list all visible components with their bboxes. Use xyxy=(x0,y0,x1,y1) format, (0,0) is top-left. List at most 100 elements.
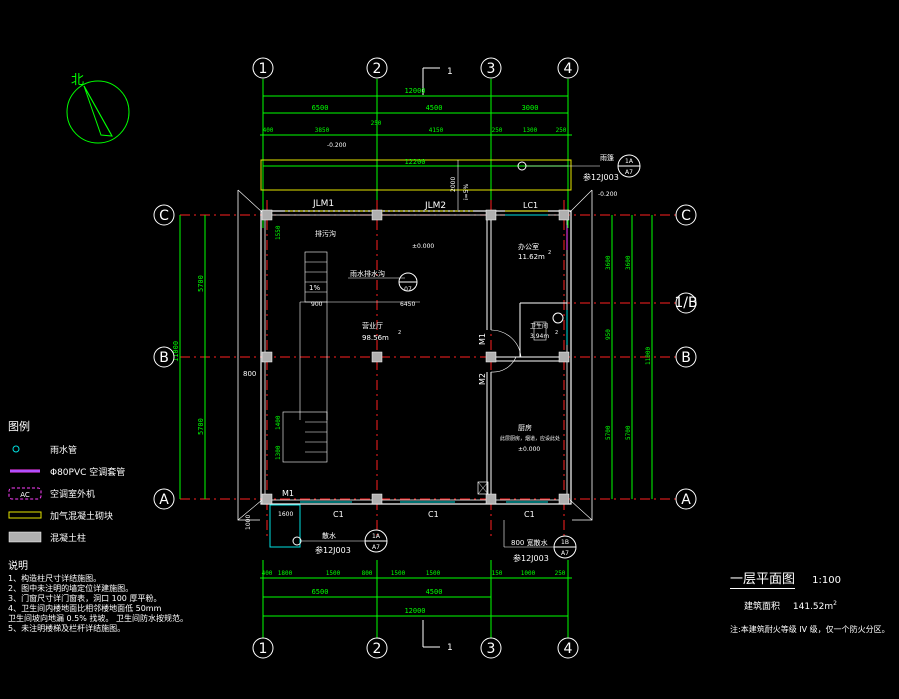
column-b1 xyxy=(261,351,273,363)
canopy-slope: i=5% xyxy=(463,183,470,200)
room-kitchen-level: ±0.000 xyxy=(518,446,540,453)
axis-label-1b-right: 1/B xyxy=(674,295,697,311)
axis-label-c-left: C xyxy=(159,208,169,224)
axis-bubble-b-right xyxy=(675,346,697,368)
axis-bubble-c-right xyxy=(675,204,697,226)
axis-label-3-top: 3 xyxy=(487,61,496,77)
axis-bubble-2-top xyxy=(366,57,388,79)
building-apron xyxy=(237,189,593,521)
room-kitchen-name: 厨房 xyxy=(518,423,532,432)
dim-right-part1: 3600 xyxy=(625,255,632,270)
stair-ramp: 排污沟 1% 900 6450 1550 1400 1300 xyxy=(275,225,420,463)
dim-bot-2: 1800 xyxy=(278,570,293,577)
dim-bot-7: 150 xyxy=(492,570,503,577)
ramp-dim: 6450 xyxy=(400,301,415,308)
ramp-slope: 1% xyxy=(309,284,320,292)
dim-top2-2: 3850 xyxy=(315,127,330,134)
title-block: 一层平面图 1:100 建筑面积 141.52m2 注:本建筑耐火等级 IV 级… xyxy=(730,568,895,635)
legend: 图例 雨水管 Φ80PVC 空调套管 AC 空调室外机 加气混凝土砌块 混凝土柱 xyxy=(8,418,198,548)
room-toilet-name: 卫生间 xyxy=(530,322,548,330)
dim-total-top: 12000 xyxy=(404,87,425,95)
bottom-detail-bottom: A7 xyxy=(372,544,380,551)
column-a3 xyxy=(485,493,497,505)
axis-bubble-a-right xyxy=(675,488,697,510)
notes-title: 说明 xyxy=(8,561,28,572)
bottom-right-detail-top: 1B xyxy=(561,539,569,546)
ramp-900: 900 xyxy=(311,301,323,308)
tag-m1: M1 xyxy=(478,333,487,345)
canopy: 12200 2000 i=5% 雨篷 参12J003 1A A7 -0.200 xyxy=(260,153,641,210)
column-c3 xyxy=(485,209,497,221)
dim-top2-3: 250 xyxy=(371,120,382,127)
canopy-ref-label: 雨篷 xyxy=(600,153,614,162)
column-c1 xyxy=(261,209,273,221)
elev-main: ±0.000 xyxy=(412,243,434,250)
room-main-area: 98.56m xyxy=(362,334,389,342)
ramp-label: 排污沟 xyxy=(315,229,336,238)
north-label: 北 xyxy=(71,73,84,88)
room-labels: 营业厅 98.56m 2 ±0.000 办公室 11.62m 2 卫生间 3.9… xyxy=(362,242,560,453)
axis-label-1-bottom: 1 xyxy=(259,641,268,657)
tag-lc1: LC1 xyxy=(523,201,538,210)
column-b2 xyxy=(371,351,383,363)
axis-bubble-3-bottom xyxy=(480,637,502,659)
dim-bot-6: 1500 xyxy=(426,570,441,577)
concrete-column-icon xyxy=(8,531,44,543)
axis-bubble-1b-right xyxy=(675,292,697,314)
room-office-area: 11.62m xyxy=(518,253,545,261)
bottom-right-ref: 参12J003 xyxy=(513,553,549,563)
dim-right-part2: 5700 xyxy=(625,425,632,440)
gutter-annotation: 雨水排水沟 07 xyxy=(348,269,418,293)
axis-label-3-bottom: 3 xyxy=(487,641,496,657)
stair-low-dim: 1300 xyxy=(275,445,282,460)
canopy-dim: 12200 xyxy=(404,158,425,166)
note-line: 卫生间坡向地漏 0.5% 找坡。 卫生间防水按规范。 xyxy=(8,614,188,623)
dim-bot-1: 400 xyxy=(262,570,273,577)
dim-bot-5: 1500 xyxy=(391,570,406,577)
block-wall-icon xyxy=(8,509,44,521)
note-line: 1、构造柱尺寸详结施图。 xyxy=(8,574,102,583)
column-a2 xyxy=(371,493,383,505)
bottom-right-label: 800 宽散水 xyxy=(511,538,548,547)
dim-1600: 1600 xyxy=(278,511,293,518)
ac-pipe-icon xyxy=(8,465,44,477)
section-mark-top: 1 xyxy=(447,67,453,77)
dim-left-total: 11000 xyxy=(172,341,180,362)
axis-bubble-3-top xyxy=(480,57,502,79)
legend-label-concrete-column: 混凝土柱 xyxy=(50,533,87,544)
legend-item-ac-unit: AC 空调室外机 xyxy=(8,482,198,504)
dim-right-total: 11000 xyxy=(645,347,652,365)
ac-unit-text: AC xyxy=(20,491,30,499)
note-line: 5、未注明楼梯及栏杆详结施图。 xyxy=(8,624,126,633)
canopy-detail-bottom: A7 xyxy=(625,169,633,176)
note-line: 2、图中未注明的墙定位详建施图。 xyxy=(8,584,134,593)
note-line: 4、卫生间内楼地面比相邻楼地面低 50mm xyxy=(8,604,162,613)
opening-tags: JLM1 JLM2 LC1 M1 M2 M1 C1 C1 C1 xyxy=(282,199,564,519)
stair-top-dim: 1550 xyxy=(275,225,282,240)
area-sup: 2 xyxy=(833,600,837,607)
axis-bubble-a-left xyxy=(153,488,175,510)
drawing-scale: 1:100 xyxy=(812,575,841,586)
axis-label-2-top: 2 xyxy=(373,61,382,77)
left-axis-group: 11000 5700 5700 800 C B A xyxy=(153,204,256,510)
bottom-axis-group: 400 1800 1500 800 1500 1500 150 1000 250… xyxy=(252,560,579,659)
legend-label-block-wall: 加气混凝土砌块 xyxy=(50,511,114,522)
notes: 说明 1、构造柱尺寸详结施图。 2、图中未注明的墙定位详建施图。 3、门窗尺寸详… xyxy=(8,562,248,634)
column-b3 xyxy=(485,351,497,363)
dim-top-1: 6500 xyxy=(312,104,329,112)
bottom-ref: 参12J003 xyxy=(315,545,351,555)
axis-bubble-4-bottom xyxy=(557,637,579,659)
legend-label-ac-pipe: Φ80PVC 空调套管 xyxy=(50,467,126,478)
dim-bot-9: 250 xyxy=(555,570,566,577)
axis-bubble-b-left xyxy=(153,346,175,368)
axis-label-a-right: A xyxy=(681,492,691,508)
column-c2 xyxy=(371,209,383,221)
room-main-name: 营业厅 xyxy=(362,321,383,330)
gutter-label: 雨水排水沟 xyxy=(350,269,385,278)
room-main-area-sup: 2 xyxy=(398,330,401,336)
room-office-name: 办公室 xyxy=(518,242,539,251)
axis-label-b-left: B xyxy=(159,350,169,366)
axis-label-4-top: 4 xyxy=(564,61,573,77)
axis-bubble-1-top xyxy=(252,57,274,79)
legend-item-concrete-column: 混凝土柱 xyxy=(8,526,198,548)
